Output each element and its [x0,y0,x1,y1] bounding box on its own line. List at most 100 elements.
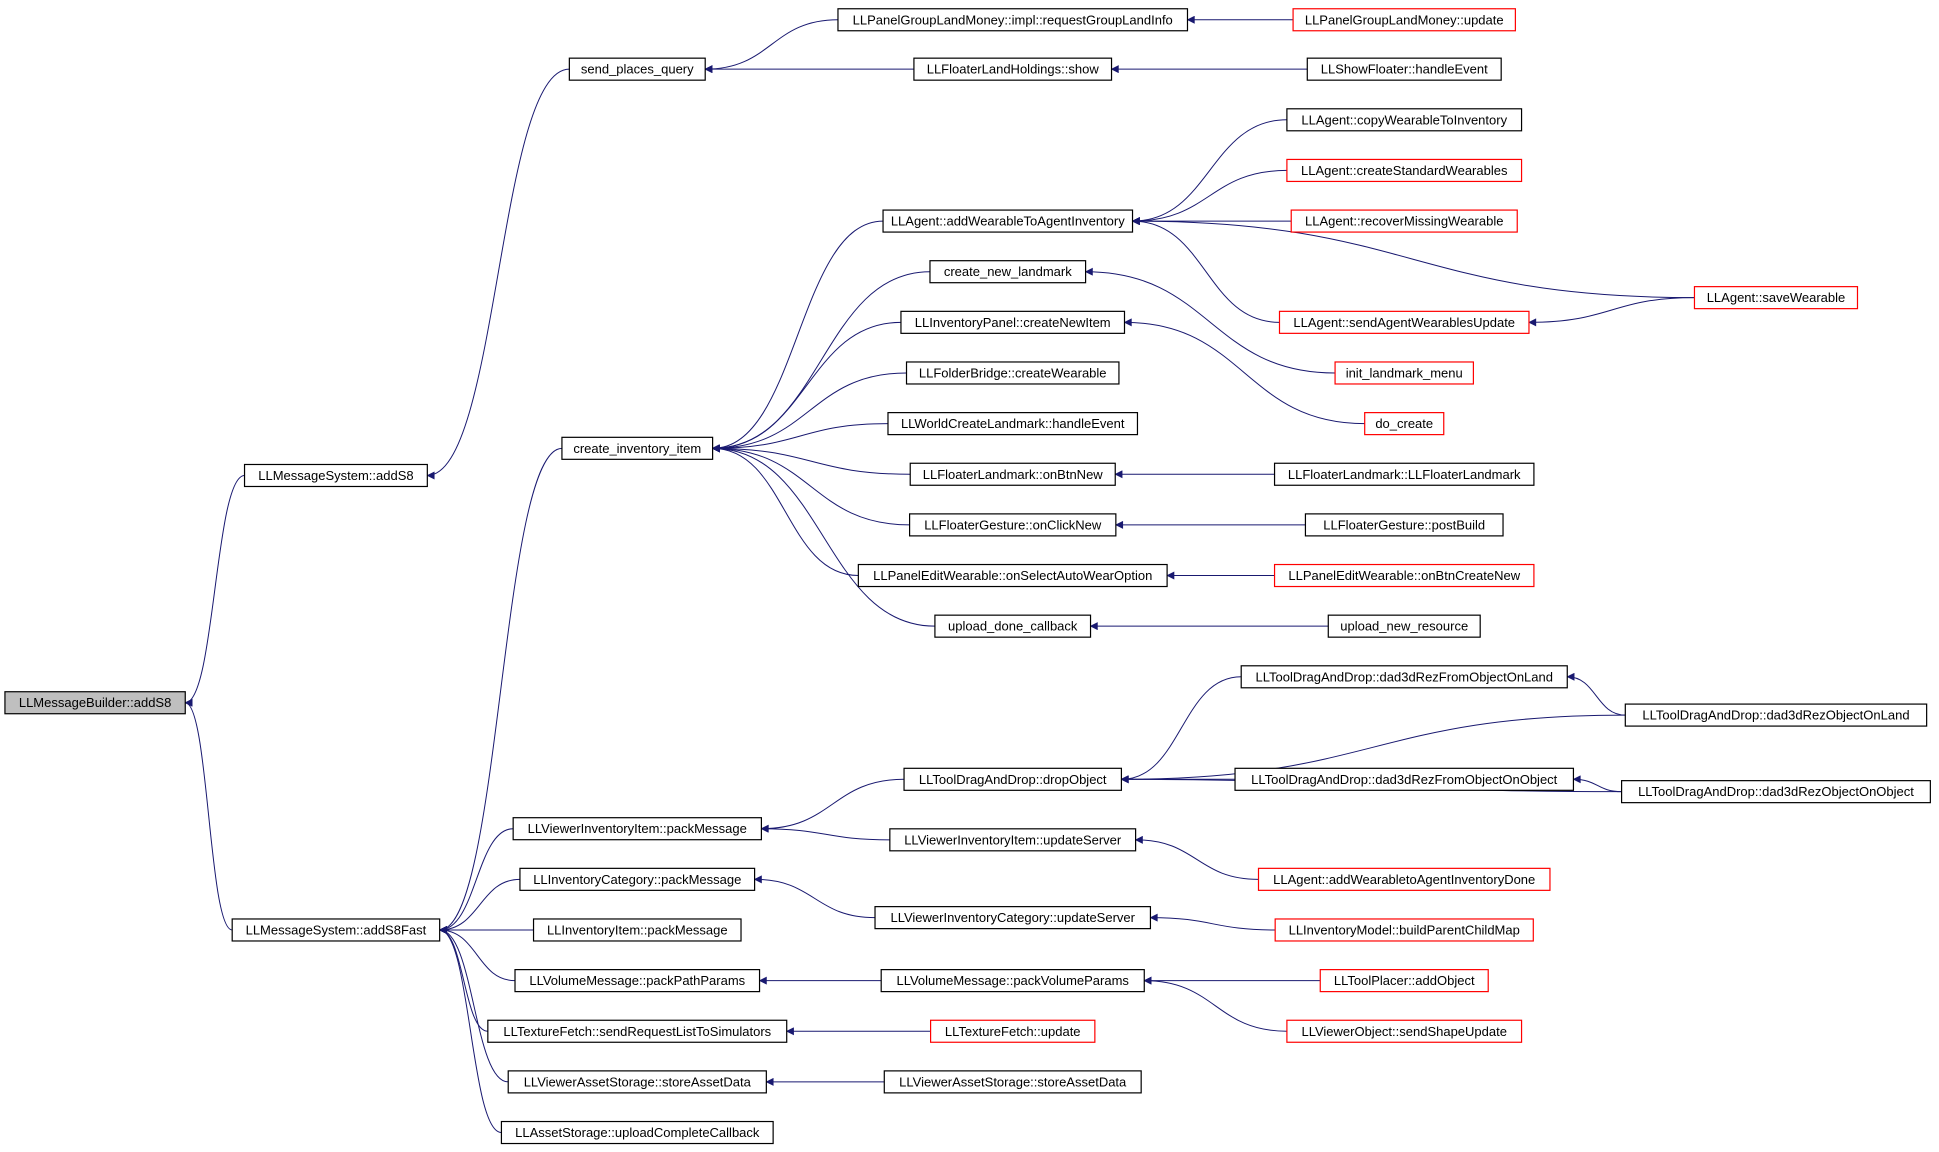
call-edge [184,698,233,931]
call-edge [711,444,935,627]
graph-node[interactable]: LLAssetStorage::uploadCompleteCallback [500,1120,774,1145]
graph-node-box [1306,57,1502,81]
graph-node-box [874,906,1152,930]
graph-node[interactable]: LLAgent::sendAgentWearablesUpdate [1278,310,1530,334]
graph-node[interactable]: LLMessageSystem::addS8 [243,463,428,488]
graph-node[interactable]: LLAgent::createStandardWearables [1286,158,1523,183]
graph-node[interactable]: send_places_query [568,57,706,81]
graph-node[interactable]: LLTextureFetch::sendRequestListToSimulat… [487,1019,788,1043]
graph-node-label: LLPanelEditWearable::onBtnCreateNew [1288,568,1520,583]
graph-node[interactable]: LLViewerObject::sendShapeUpdate [1286,1019,1523,1043]
graph-node-box [243,463,428,488]
graph-node[interactable]: LLFloaterLandmark::LLFloaterLandmark [1273,462,1535,486]
graph-node-box [1334,361,1474,385]
graph-node-box [883,1070,1142,1094]
graph-node[interactable]: upload_new_resource [1327,614,1481,638]
graph-node[interactable]: LLAgent::recoverMissingWearable [1290,209,1518,233]
graph-node-label: LLViewerInventoryItem::packMessage [528,821,747,836]
graph-node[interactable]: LLInventoryModel::buildParentChildMap [1274,918,1534,942]
graph-node-label: LLFloaterGesture::onClickNew [924,517,1102,532]
graph-node[interactable]: LLToolDragAndDrop::dropObject [903,767,1123,791]
graph-node[interactable]: LLAgent::addWearableToAgentInventory [882,209,1134,233]
graph-node[interactable]: LLAgent::addWearabletoAgentInventoryDone [1257,867,1551,891]
graph-node-label: LLMessageSystem::addS8Fast [246,922,427,937]
graph-node-label: LLToolDragAndDrop::dropObject [919,772,1107,787]
call-edge [438,447,562,934]
graph-node[interactable]: LLPanelEditWearable::onBtnCreateNew [1273,563,1535,588]
graph-node-box [1286,1019,1523,1043]
graph-node-box [909,513,1117,537]
graph-node[interactable]: LLViewerInventoryItem::updateServer [889,828,1137,852]
graph-node[interactable]: upload_done_callback [934,614,1092,638]
graph-node[interactable]: LLTextureFetch::update [929,1019,1096,1043]
graph-node[interactable]: LLToolPlacer::addObject [1319,969,1489,993]
graph-node[interactable]: LLPanelGroupLandMoney::update [1292,8,1516,32]
graph-node-box [1292,8,1516,32]
graph-node[interactable]: LLMessageBuilder::addS8 [4,691,186,715]
call-edge [1572,775,1622,793]
graph-node[interactable]: LLViewerInventoryItem::packMessage [512,817,762,841]
graph-node-label: LLPanelGroupLandMoney::update [1305,12,1504,27]
graph-node-box [1620,780,1931,804]
graph-node[interactable]: LLPanelEditWearable::onSelectAutoWearOpt… [857,563,1168,588]
graph-node[interactable]: LLFloaterLandmark::onBtnNew [909,462,1116,486]
graph-node-box [1273,563,1535,588]
graph-node-box [882,209,1134,233]
graph-node-box [507,1070,767,1094]
graph-node[interactable]: LLViewerInventoryCategory::updateServer [874,906,1152,930]
graph-node[interactable]: LLMessageSystem::addS8Fast [231,918,441,942]
call-edge [711,423,888,453]
graph-node-label: LLAgent::saveWearable [1707,290,1846,305]
call-edge [438,926,488,1032]
call-edge [438,828,514,934]
graph-node[interactable]: LLToolDragAndDrop::dad3dRezObjectOnLand [1624,703,1928,727]
graph-node[interactable]: LLToolDragAndDrop::dad3dRezFromObjectOnL… [1240,665,1568,689]
graph-node[interactable]: LLInventoryItem::packMessage [532,918,742,942]
call-edge [1143,976,1287,1032]
graph-node[interactable]: LLViewerAssetStorage::storeAssetData [507,1070,767,1094]
graph-node[interactable]: LLVolumeMessage::packVolumeParams [880,969,1145,993]
graph-node-label: LLToolDragAndDrop::dad3dRezObjectOnLand [1642,708,1909,723]
call-edge [1134,835,1259,880]
graph-node[interactable]: LLFolderBridge::createWearable [905,361,1120,385]
graph-node[interactable]: LLAgent::copyWearableToInventory [1286,108,1523,132]
graph-node[interactable]: LLShowFloater::handleEvent [1306,57,1502,81]
graph-node[interactable]: LLFloaterGesture::onClickNew [909,513,1117,537]
graph-node-box [1624,703,1928,727]
graph-node[interactable]: LLWorldCreateLandmark::handleEvent [887,412,1139,436]
graph-node[interactable]: do_create [1364,412,1445,436]
graph-node-label: LLViewerInventoryItem::updateServer [904,832,1122,847]
graph-node[interactable]: LLInventoryCategory::packMessage [519,867,756,891]
graph-node-label: LLViewerObject::sendShapeUpdate [1301,1024,1507,1039]
graph-node[interactable]: LLAgent::saveWearable [1693,286,1859,310]
graph-node-box [231,918,441,942]
graph-node-box [1257,867,1551,891]
graph-node-label: LLViewerAssetStorage::storeAssetData [899,1074,1127,1089]
graph-node[interactable]: LLViewerAssetStorage::storeAssetData [883,1070,1142,1094]
call-edge [1528,297,1695,327]
graph-node-label: LLTextureFetch::sendRequestListToSimulat… [503,1024,771,1039]
call-edge [438,926,502,1134]
graph-node[interactable]: init_landmark_menu [1334,361,1474,385]
graph-node-box [500,1120,774,1145]
graph-node-label: LLFloaterLandHoldings::show [927,62,1100,77]
graph-node-label: LLPanelEditWearable::onSelectAutoWearOpt… [873,568,1152,583]
graph-node-box [1290,209,1518,233]
graph-node[interactable]: LLInventoryPanel::createNewItem [900,310,1126,334]
graph-node[interactable]: LLPanelGroupLandMoney::impl::requestGrou… [837,8,1189,32]
graph-node-label: LLAgent::addWearableToAgentInventory [891,214,1125,229]
graph-node[interactable]: LLFloaterGesture::postBuild [1304,513,1504,537]
graph-node-label: init_landmark_menu [1346,365,1463,380]
graph-node[interactable]: LLFloaterLandHoldings::show [913,57,1113,81]
graph-node-label: create_inventory_item [573,441,701,456]
graph-node[interactable]: LLToolDragAndDrop::dad3dRezObjectOnObjec… [1620,780,1931,804]
graph-node[interactable]: LLToolDragAndDrop::dad3dRezFromObjectOnO… [1234,767,1575,791]
graph-node[interactable]: create_new_landmark [929,260,1087,284]
graph-node-box [1364,412,1445,436]
call-edge [711,321,901,453]
graph-node[interactable]: LLVolumeMessage::packPathParams [514,969,761,993]
graph-node-box [1304,513,1504,537]
graph-node[interactable]: create_inventory_item [561,436,714,460]
graph-node-box [857,563,1168,588]
call-edge [426,68,570,480]
